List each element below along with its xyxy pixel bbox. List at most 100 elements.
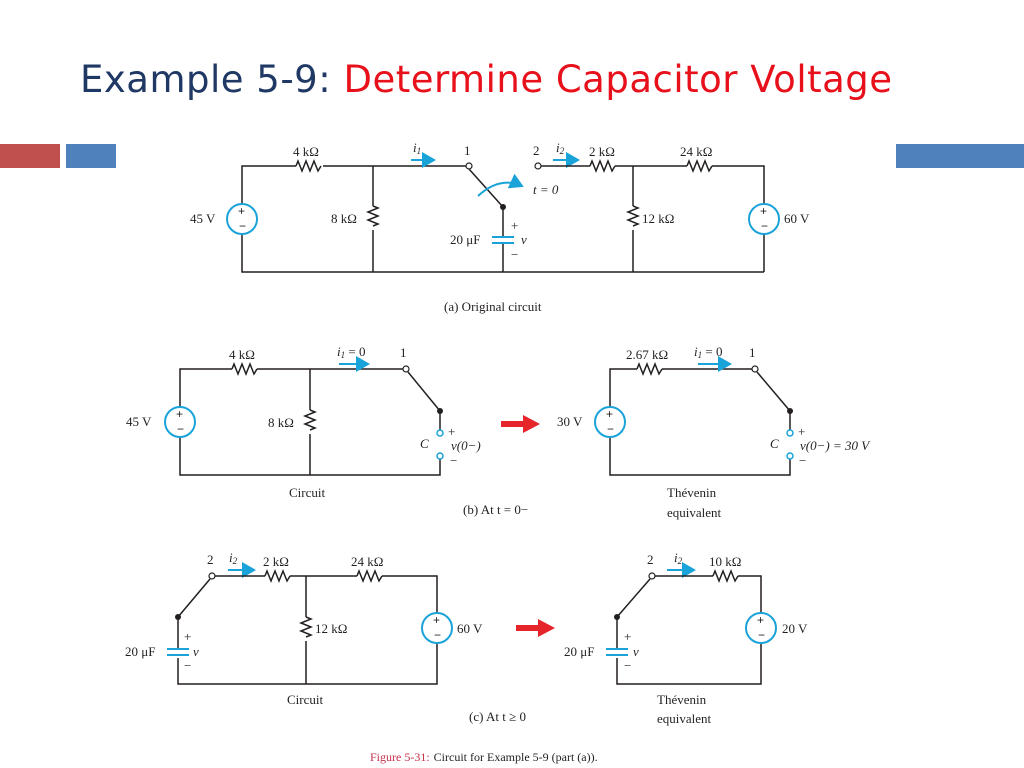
label-20uf-ct: 20 μF: [564, 644, 594, 659]
resistor-4k-b: [231, 361, 258, 377]
src-minus: −: [177, 422, 184, 436]
resistor-24k-c: [356, 568, 383, 584]
panel-b-thevenin: + − 30 V 2.67 kΩ i1 = 0 1 + C v(0−) = 30…: [557, 344, 871, 520]
label-4k-b: 4 kΩ: [229, 347, 255, 362]
arrow-c-to-thevenin: [516, 619, 555, 637]
label-i1-a: i1: [413, 140, 421, 156]
resistor-2k-a: [589, 158, 616, 174]
label-v0-bt: v(0−) = 30 V: [800, 438, 871, 453]
src-plus: +: [238, 204, 245, 218]
resistor-4k-a: [295, 158, 322, 174]
cap-minus-c: −: [184, 658, 191, 673]
panel-c-thevenin: 2 i2 10 kΩ + − 20 V + − v 20 μF Thévenin…: [564, 550, 808, 726]
cap-terminal-bottom-b: [436, 452, 444, 460]
terminal-1-b: [402, 365, 410, 373]
label-12k-c: 12 kΩ: [315, 621, 347, 636]
label-20uf-c: 20 μF: [125, 644, 155, 659]
cap-plus-a: +: [511, 218, 518, 233]
label-i2-c: i2: [229, 550, 238, 566]
label-node2-c: 2: [207, 552, 214, 567]
resistor-267k-b: [636, 361, 663, 377]
label-24k-a: 24 kΩ: [680, 144, 712, 159]
label-node2-a: 2: [533, 143, 540, 158]
terminal-1-bt: [751, 365, 759, 373]
voltage-source-60v-a: [748, 203, 780, 235]
label-i1-bt: i1 = 0: [694, 344, 722, 360]
terminal-2-ct: [648, 572, 656, 580]
terminal-2-a: [534, 162, 542, 170]
src-plus: +: [176, 407, 183, 421]
caption-b-thevenin-1: Thévenin: [667, 485, 717, 500]
cap-terminal-top-b: [436, 429, 444, 437]
caption-b: (b) At t = 0−: [463, 502, 528, 517]
src-plus: +: [760, 204, 767, 218]
resistor-8k-b: [302, 409, 318, 431]
terminal-2-c: [208, 572, 216, 580]
label-v-a: v: [521, 232, 527, 247]
resistor-2k-c: [264, 568, 291, 584]
label-24k-c: 24 kΩ: [351, 554, 383, 569]
figure-caption-text: Circuit for Example 5-9 (part (a)).: [434, 750, 598, 764]
label-v-c: v: [193, 644, 199, 659]
label-267k-b: 2.67 kΩ: [626, 347, 668, 362]
src-minus: −: [761, 219, 768, 233]
terminal-1-a: [465, 162, 473, 170]
cap-plus-ct: +: [624, 629, 631, 644]
label-20uf-a: 20 μF: [450, 232, 480, 247]
caption-c-circuit: Circuit: [287, 692, 323, 707]
cap-minus-a: −: [511, 247, 518, 262]
label-c-b: C: [420, 436, 429, 451]
slide-title: Example 5-9: Determine Capacitor Voltage: [80, 58, 893, 101]
switch-arm-bt: [756, 371, 791, 412]
resistor-12k-c: [298, 616, 314, 638]
label-45v-b: 45 V: [126, 414, 152, 429]
title-prefix: Example 5-9:: [80, 58, 332, 101]
label-i1-b: i1 = 0: [337, 344, 365, 360]
src-minus: −: [758, 628, 765, 642]
panel-c-circuit: 2 i2 2 kΩ 24 kΩ 12 kΩ + − 60 V + − v 20 …: [125, 550, 483, 707]
label-30v-b: 30 V: [557, 414, 583, 429]
caption-b-thevenin-2: equivalent: [667, 505, 722, 520]
src-minus: −: [607, 422, 614, 436]
cap-minus-b: −: [450, 453, 457, 468]
label-45v-a: 45 V: [190, 211, 216, 226]
switch-arm-c: [177, 578, 211, 618]
switch-arm-a: [468, 168, 504, 208]
caption-b-circuit: Circuit: [289, 485, 325, 500]
switch-arm-ct: [616, 578, 651, 618]
label-i2-a: i2: [556, 140, 565, 156]
label-c-bt: C: [770, 436, 779, 451]
cap-terminal-top-bt: [786, 429, 794, 437]
cap-plus-b: +: [448, 424, 455, 439]
label-t0-a: t = 0: [533, 182, 559, 197]
caption-c-thevenin-1: Thévenin: [657, 692, 707, 707]
voltage-source-20v-c: [745, 612, 777, 644]
accent-bar-red: [0, 144, 60, 168]
label-i2-ct: i2: [674, 550, 683, 566]
label-8k-b: 8 kΩ: [268, 415, 294, 430]
cap-minus-ct: −: [624, 658, 631, 673]
switch-motion-arrow-a: [477, 173, 524, 197]
cap-minus-bt: −: [799, 453, 806, 468]
panel-a-original-circuit: + − 45 V 4 kΩ 8 kΩ i1 1 t = 0 + − v 20 μ…: [190, 140, 810, 314]
voltage-source-45v-a: [226, 203, 258, 235]
label-60v-c: 60 V: [457, 621, 483, 636]
label-node1-a: 1: [464, 143, 471, 158]
label-node2-ct: 2: [647, 552, 654, 567]
figure-caption-label: Figure 5-31:: [370, 750, 430, 764]
label-10k-c: 10 kΩ: [709, 554, 741, 569]
label-2k-c: 2 kΩ: [263, 554, 289, 569]
resistor-24k-a: [686, 158, 713, 174]
label-2k-a: 2 kΩ: [589, 144, 615, 159]
caption-a: (a) Original circuit: [444, 299, 542, 314]
src-minus: −: [239, 219, 246, 233]
label-4k-a: 4 kΩ: [293, 144, 319, 159]
panel-b-circuit: + − 45 V 4 kΩ 8 kΩ i1 = 0 1 + C v(0−) − …: [126, 344, 481, 500]
label-v-ct: v: [633, 644, 639, 659]
cap-plus-c: +: [184, 629, 191, 644]
accent-bar-blue-left: [66, 144, 116, 168]
voltage-source-30v-b: [594, 406, 626, 438]
label-20v-c: 20 V: [782, 621, 808, 636]
src-plus: +: [433, 613, 440, 627]
